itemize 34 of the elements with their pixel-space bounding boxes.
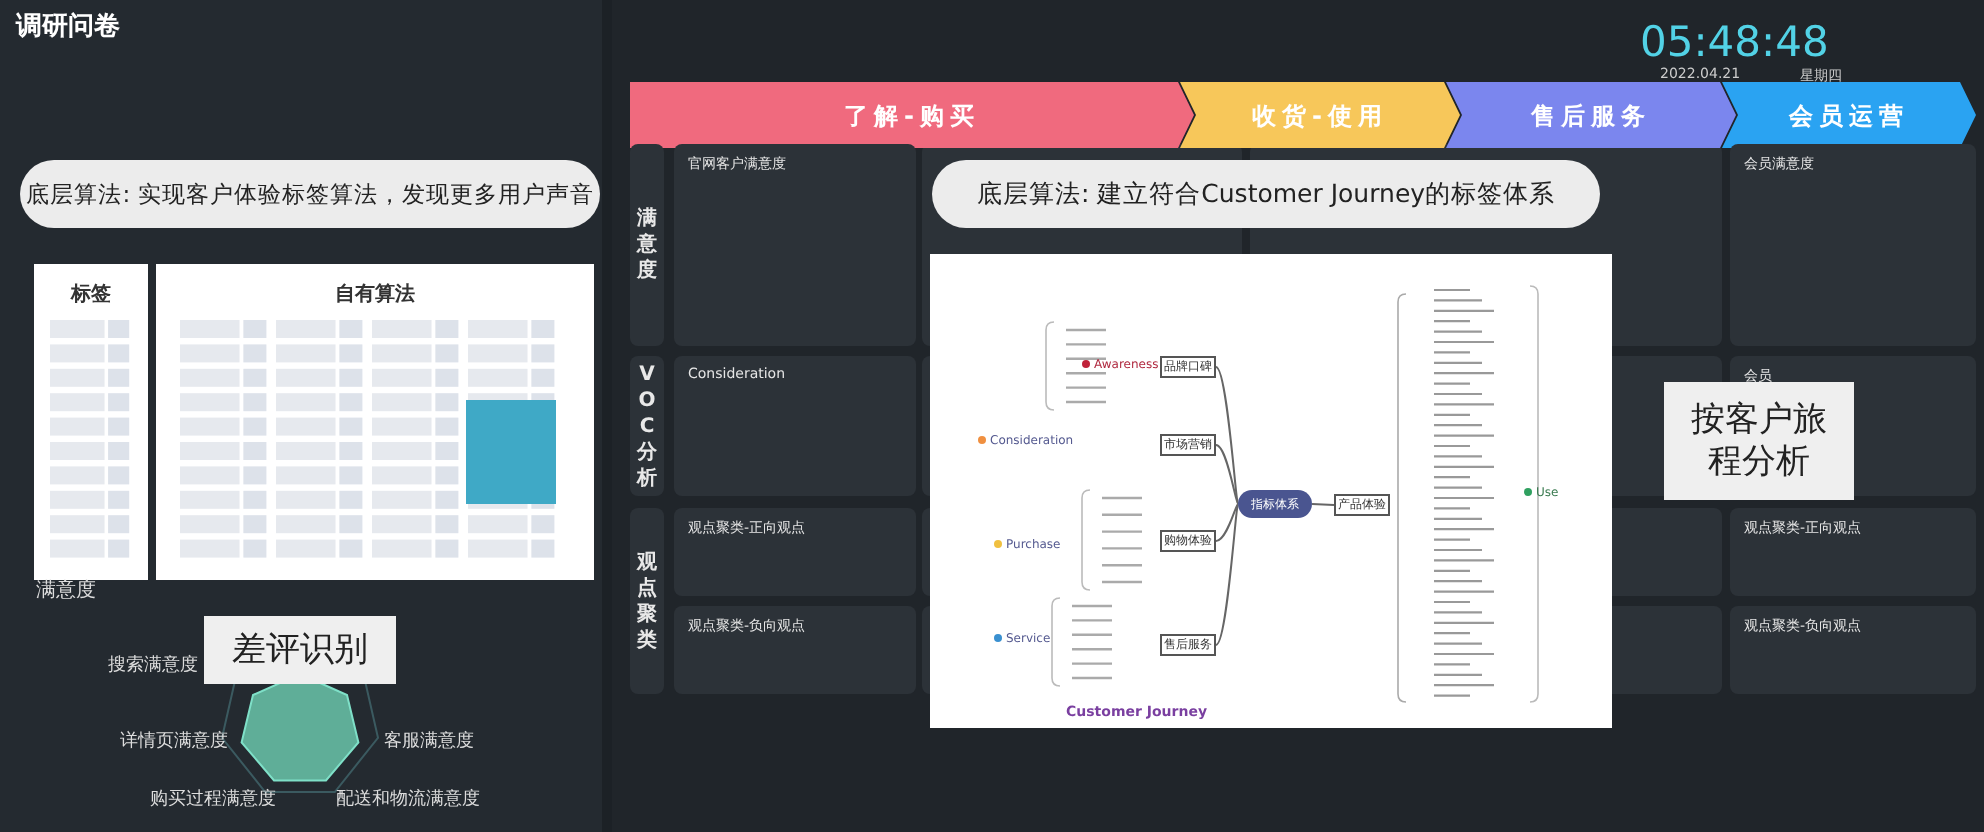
- mindmap-connector: [1215, 444, 1239, 505]
- stage-banner: [1180, 82, 1460, 148]
- panel-header: 调研问卷: [16, 10, 120, 44]
- section-title: 满意度: [36, 577, 96, 604]
- stage-label: 了解-购买: [842, 100, 982, 134]
- mindmap-connector: [1215, 366, 1239, 505]
- mindmap-connector: [1215, 503, 1239, 542]
- callout-label: 底层算法: 建立符合Customer Journey的标签体系: [932, 160, 1600, 228]
- callout-label: 底层算法: 实现客户体验标签算法，发现更多用户声音: [20, 160, 600, 228]
- row-header: VOC分析: [630, 356, 664, 496]
- radar-axis-label: 详情页满意度: [120, 729, 228, 754]
- stage-label: 收货-使用: [1250, 100, 1390, 134]
- row-header: 满意度: [630, 144, 664, 346]
- callout-label: 差评识别: [204, 616, 396, 684]
- clock-time: 05:48:48: [1640, 18, 1829, 66]
- dashboard-panel: [1730, 144, 1976, 346]
- radar-axis-label: 配送和物流满意度: [336, 787, 480, 812]
- card-title: 标签: [68, 281, 113, 308]
- radar-axis-label: 搜索满意度: [108, 653, 198, 678]
- card-title: 自有算法: [333, 281, 417, 308]
- dashboard-panel: [674, 144, 916, 346]
- callout-tooltip: 按客户旅程分析: [1664, 382, 1854, 500]
- row-header: 观点聚类: [630, 508, 664, 694]
- stage-label: 售后服务: [1529, 100, 1653, 134]
- mindmap-connector: [1311, 503, 1335, 506]
- stage-banner: [1446, 82, 1736, 148]
- radar-axis-label: 客服满意度: [384, 729, 474, 754]
- radar-axis-label: 购买过程满意度: [150, 787, 276, 812]
- tag-table-card: [156, 264, 594, 580]
- stage-label: 会员运营: [1787, 100, 1911, 134]
- mindmap-connector: [1215, 503, 1239, 646]
- stage-banner: [630, 82, 1194, 148]
- mindmap-panel: [930, 254, 1612, 728]
- tag-table-card: [34, 264, 148, 580]
